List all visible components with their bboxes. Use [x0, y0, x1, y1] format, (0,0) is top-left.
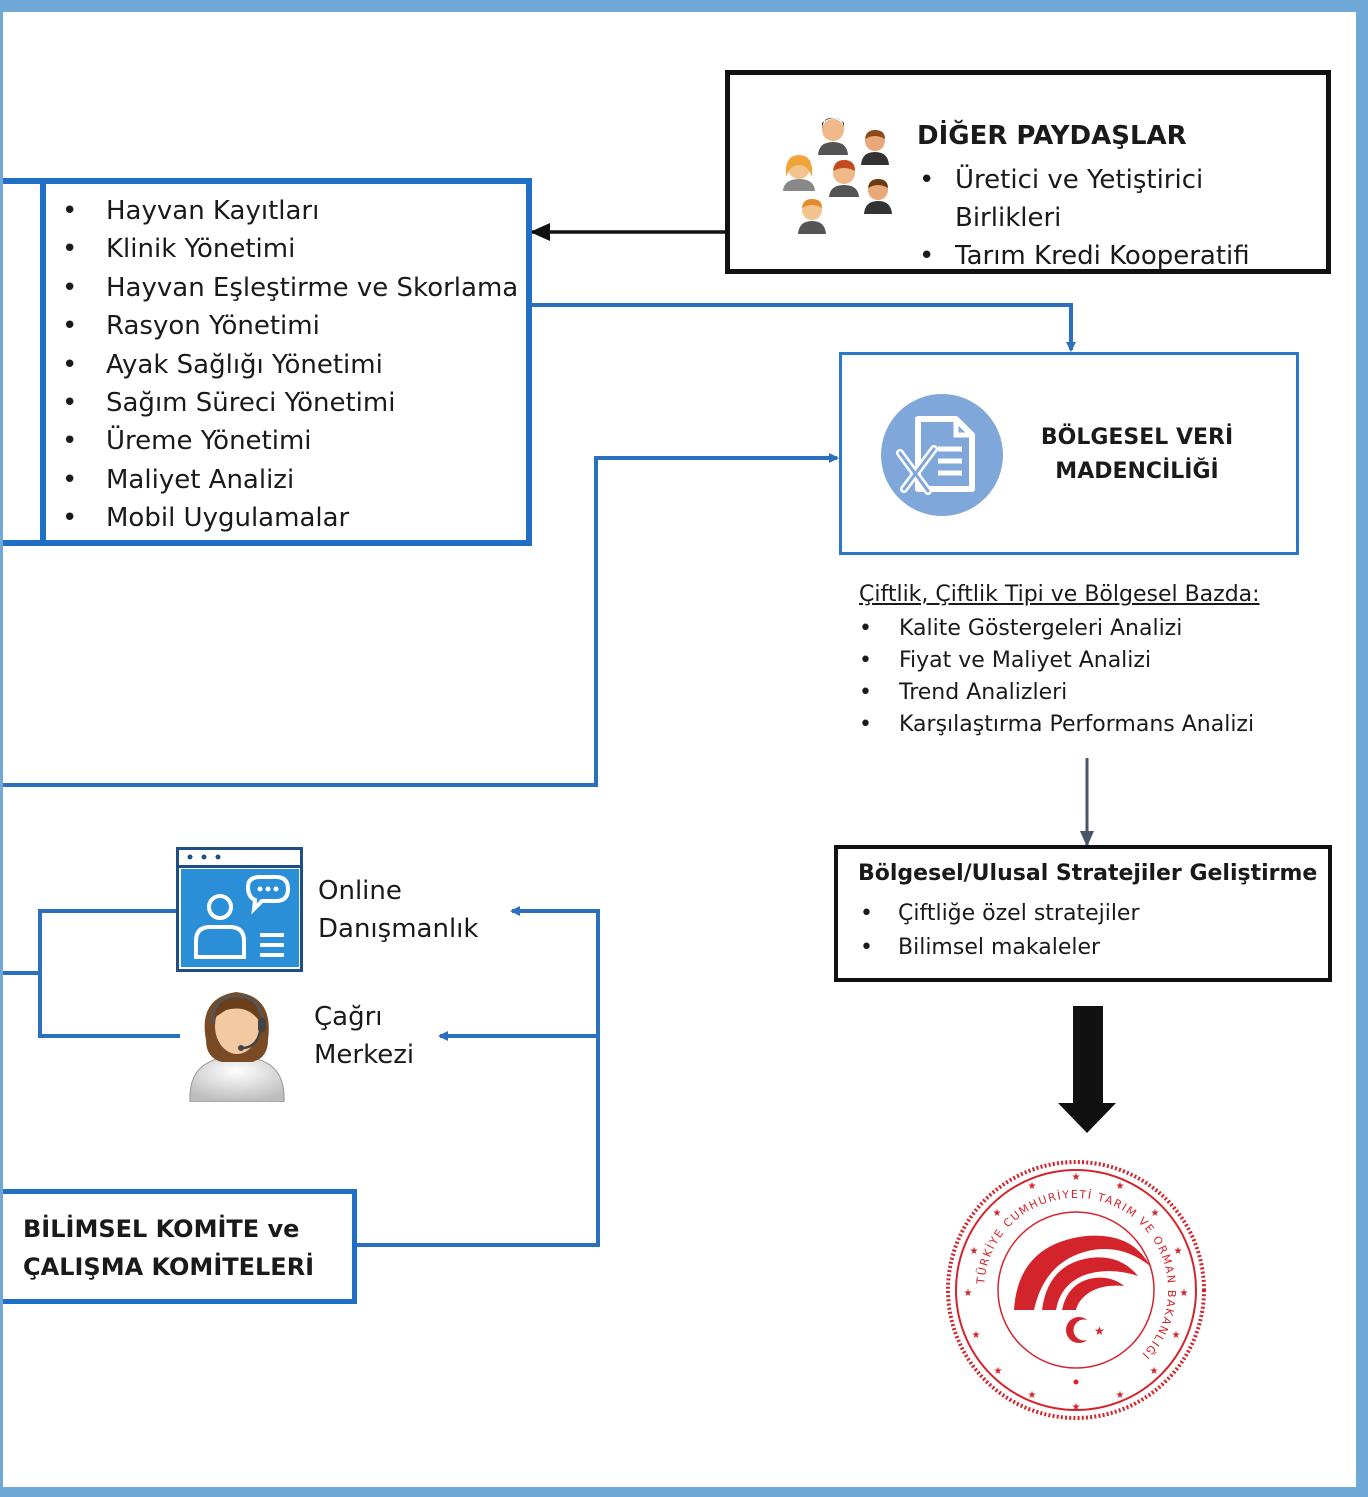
stakeholders-box: DİĞER PAYDAŞLAR Üretici ve Yetiştirici B…: [725, 70, 1331, 275]
svg-text:★: ★: [993, 1208, 1002, 1219]
line-left-bracket: [38, 909, 180, 1038]
modules-list: Hayvan Kayıtları Klinik Yönetimi Hayvan …: [62, 192, 518, 538]
analysis-item: Karşılaştırma Performans Analizi: [859, 709, 1254, 741]
committee-box: BİLİMSEL KOMİTE ve ÇALIŞMA KOMİTELERİ: [0, 1189, 357, 1304]
data-document-icon: [881, 394, 1003, 516]
svg-text:★: ★: [1072, 1402, 1081, 1413]
module-item: Rasyon Yönetimi: [62, 307, 518, 345]
svg-text:★: ★: [1151, 1208, 1160, 1219]
svg-text:★: ★: [1180, 1288, 1189, 1299]
analysis-item: Kalite Göstergeleri Analizi: [859, 613, 1254, 645]
module-item: Hayvan Kayıtları: [62, 192, 518, 230]
stakeholders-title: DİĞER PAYDAŞLAR: [917, 121, 1187, 151]
svg-text:★: ★: [1072, 1172, 1081, 1183]
call-center-line1: Çağrı: [314, 1002, 383, 1032]
svg-text:★: ★: [1028, 1390, 1037, 1401]
online-consulting-label: Online Danışmanlık: [318, 872, 478, 948]
committee-line2: ÇALIŞMA KOMİTELERİ: [23, 1253, 315, 1281]
module-item: Mobil Uygulamalar: [62, 499, 518, 537]
analysis-heading: Çiftlik, Çiftlik Tipi ve Bölgesel Bazda:: [859, 582, 1260, 607]
svg-text:★: ★: [1174, 1246, 1183, 1257]
svg-text:★: ★: [970, 1246, 979, 1257]
svg-text:★: ★: [1116, 1181, 1125, 1192]
module-item: Klinik Yönetimi: [62, 230, 518, 268]
svg-text:★: ★: [972, 1330, 981, 1341]
arrow-trunk-to-mining: [594, 453, 839, 785]
data-mining-title-line1: BÖLGESEL VERİ: [1040, 425, 1234, 450]
svg-text:★: ★: [964, 1288, 973, 1299]
call-center-label: Çağrı Merkezi: [314, 998, 414, 1074]
analysis-list: Kalite Göstergeleri Analizi Fiyat ve Mal…: [859, 613, 1254, 741]
modules-box: Hayvan Kayıtları Klinik Yönetimi Hayvan …: [0, 178, 532, 546]
stakeholder-item: Tarım Kredi Kooperatifi: [917, 237, 1250, 275]
strategy-item: Bilimsel makaleler: [858, 931, 1140, 965]
line-committee-trunk: [357, 906, 600, 1247]
modules-box-divider: [40, 184, 46, 540]
module-item: Üreme Yönetimi: [62, 422, 518, 460]
svg-text:★: ★: [1116, 1390, 1125, 1401]
ministry-seal-logo: ★ ★ ★ ★ ★ ★ ★ ★ ★ ★ ★ ★ ★ ★ ★ ★ TÜRKİYE …: [946, 1160, 1206, 1420]
strategy-box: Bölgesel/Ulusal Stratejiler Geliştirme Ç…: [834, 845, 1332, 982]
svg-text:★: ★: [1028, 1181, 1037, 1192]
data-mining-title-line2: MADENCİLİĞİ: [1055, 459, 1219, 484]
call-center-agent-icon: [189, 992, 285, 1102]
svg-text:★: ★: [994, 1366, 1003, 1377]
online-consulting-icon: [176, 847, 303, 972]
people-group-icon: [783, 117, 892, 234]
big-down-arrow: [1058, 1006, 1116, 1133]
analysis-item: Fiyat ve Maliyet Analizi: [859, 645, 1254, 677]
strategy-item: Çiftliğe özel stratejiler: [858, 897, 1140, 931]
call-center-line2: Merkezi: [314, 1040, 415, 1070]
stakeholders-list: Üretici ve Yetiştirici Birlikleri Tarım …: [917, 161, 1250, 275]
module-item: Maliyet Analizi: [62, 461, 518, 499]
strategy-list: Çiftliğe özel stratejiler Bilimsel makal…: [858, 897, 1140, 965]
data-mining-title: BÖLGESEL VERİ MADENCİLİĞİ: [1007, 421, 1267, 489]
svg-text:★: ★: [1150, 1366, 1159, 1377]
module-item: Hayvan Eşleştirme ve Skorlama: [62, 269, 518, 307]
committee-title: BİLİMSEL KOMİTE ve ÇALIŞMA KOMİTELERİ: [23, 1210, 314, 1286]
data-mining-box: BÖLGESEL VERİ MADENCİLİĞİ: [839, 352, 1299, 555]
module-item: Ayak Sağlığı Yönetimi: [62, 346, 518, 384]
online-consulting-line1: Online: [318, 876, 402, 906]
module-item: Sağım Süreci Yönetimi: [62, 384, 518, 422]
svg-text:★: ★: [1172, 1330, 1181, 1341]
svg-text:★: ★: [1094, 1324, 1105, 1338]
strategy-title: Bölgesel/Ulusal Stratejiler Geliştirme: [858, 861, 1318, 886]
analysis-item: Trend Analizleri: [859, 677, 1254, 709]
arrow-modules-to-mining: [524, 303, 1076, 352]
stakeholder-item: Üretici ve Yetiştirici Birlikleri: [917, 161, 1205, 237]
committee-line1: BİLİMSEL KOMİTE ve: [23, 1215, 300, 1243]
online-consulting-line2: Danışmanlık: [318, 914, 479, 944]
